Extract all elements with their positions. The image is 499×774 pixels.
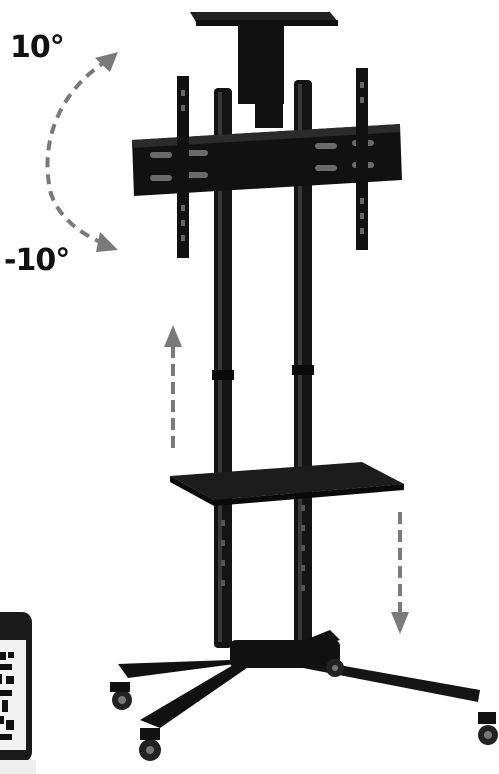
- top-camera-shelf: [190, 12, 338, 128]
- tilt-up-angle-label: 10°: [10, 30, 65, 65]
- tilt-down-angle-label: -10°: [4, 243, 70, 278]
- height-up-arrow-icon: [164, 325, 182, 448]
- height-down-arrow-icon: [391, 512, 409, 634]
- tv-mount-bracket: [132, 68, 402, 258]
- tilt-arrow-icon: [45, 52, 118, 252]
- caster-wheels: [110, 659, 498, 761]
- qr-code-icon: [0, 612, 36, 774]
- av-shelf: [170, 462, 404, 506]
- base-legs: [118, 630, 480, 728]
- support-poles: [212, 80, 314, 655]
